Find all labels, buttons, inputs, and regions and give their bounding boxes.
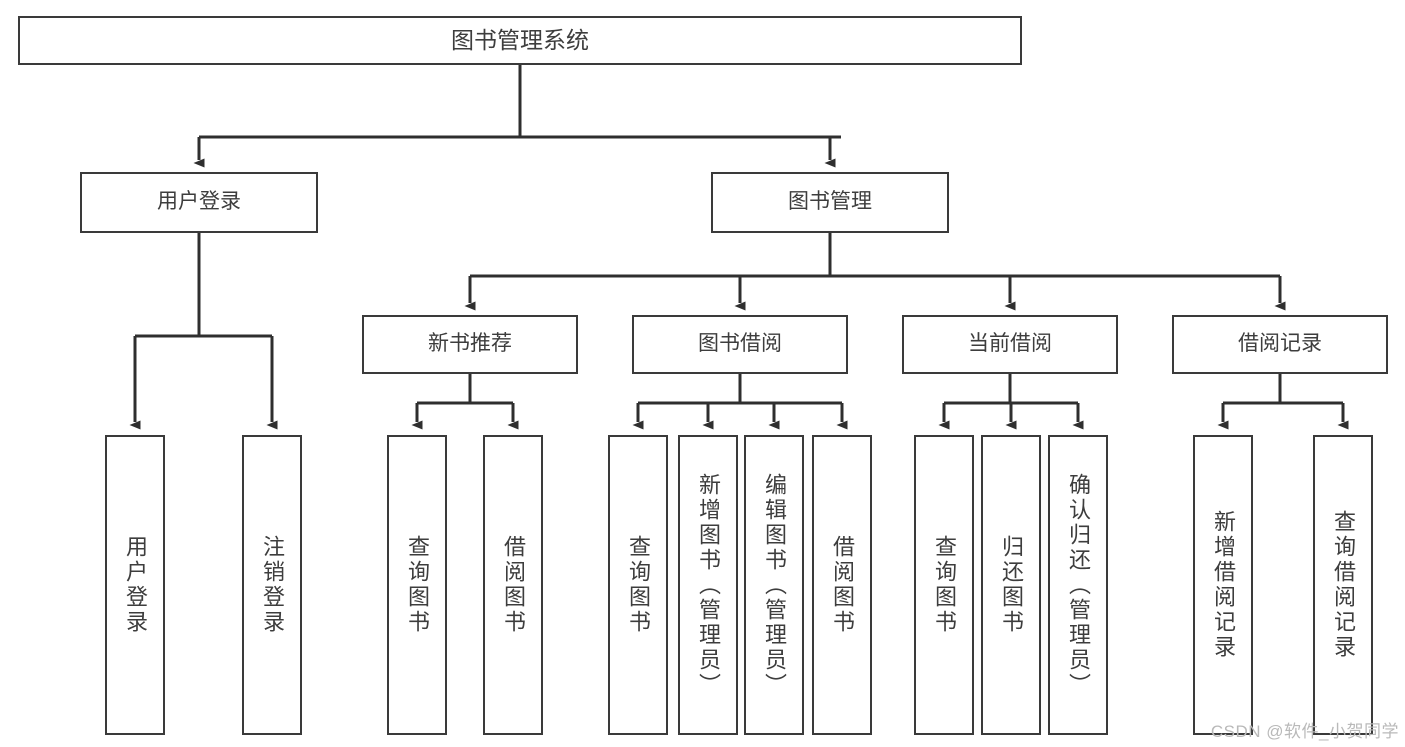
leaf-recommend-borrow-book[interactable]: 借阅图书 bbox=[483, 435, 543, 735]
node-book-borrow[interactable]: 图书借阅 bbox=[632, 315, 848, 374]
leaf-user-login-signin[interactable]: 用户登录 bbox=[105, 435, 165, 735]
leaf-label: 新增借阅记录 bbox=[1211, 510, 1236, 660]
leaf-record-query-record[interactable]: 查询借阅记录 bbox=[1313, 435, 1373, 735]
leaf-label: 查询图书 bbox=[626, 535, 651, 635]
leaf-label: 编辑图书（管理员） bbox=[762, 472, 787, 698]
leaf-borrow-query-book[interactable]: 查询图书 bbox=[608, 435, 668, 735]
leaf-current-return-book[interactable]: 归还图书 bbox=[981, 435, 1041, 735]
leaf-label: 借阅图书 bbox=[830, 535, 855, 635]
leaf-current-query-book[interactable]: 查询图书 bbox=[914, 435, 974, 735]
node-root[interactable]: 图书管理系统 bbox=[18, 16, 1022, 65]
node-new-book-recommend-label: 新书推荐 bbox=[428, 332, 512, 356]
leaf-borrow-add-book[interactable]: 新增图书（管理员） bbox=[678, 435, 738, 735]
leaf-label: 查询图书 bbox=[932, 535, 957, 635]
leaf-current-confirm-return[interactable]: 确认归还（管理员） bbox=[1048, 435, 1108, 735]
node-root-label: 图书管理系统 bbox=[451, 27, 589, 54]
node-user-login[interactable]: 用户登录 bbox=[80, 172, 318, 233]
node-book-borrow-label: 图书借阅 bbox=[698, 332, 782, 356]
node-borrow-record-label: 借阅记录 bbox=[1238, 332, 1322, 356]
leaf-label: 借阅图书 bbox=[501, 535, 526, 635]
node-borrow-record[interactable]: 借阅记录 bbox=[1172, 315, 1388, 374]
leaf-recommend-query-book[interactable]: 查询图书 bbox=[387, 435, 447, 735]
node-book-management[interactable]: 图书管理 bbox=[711, 172, 949, 233]
leaf-label: 注销登录 bbox=[260, 535, 285, 635]
leaf-label: 用户登录 bbox=[123, 535, 148, 635]
node-new-book-recommend[interactable]: 新书推荐 bbox=[362, 315, 578, 374]
leaf-label: 查询图书 bbox=[405, 535, 430, 635]
node-user-login-label: 用户登录 bbox=[157, 190, 241, 214]
leaf-user-login-logout[interactable]: 注销登录 bbox=[242, 435, 302, 735]
leaf-label: 归还图书 bbox=[999, 535, 1024, 635]
node-current-borrow-label: 当前借阅 bbox=[968, 332, 1052, 356]
leaf-label: 确认归还（管理员） bbox=[1066, 472, 1091, 698]
leaf-borrow-edit-book[interactable]: 编辑图书（管理员） bbox=[744, 435, 804, 735]
node-book-management-label: 图书管理 bbox=[788, 190, 872, 214]
leaf-label: 查询借阅记录 bbox=[1331, 510, 1356, 660]
leaf-record-add-record[interactable]: 新增借阅记录 bbox=[1193, 435, 1253, 735]
node-current-borrow[interactable]: 当前借阅 bbox=[902, 315, 1118, 374]
watermark-text: CSDN @软件_小贺同学 bbox=[1210, 722, 1399, 741]
leaf-borrow-borrow-book[interactable]: 借阅图书 bbox=[812, 435, 872, 735]
leaf-label: 新增图书（管理员） bbox=[696, 472, 721, 698]
